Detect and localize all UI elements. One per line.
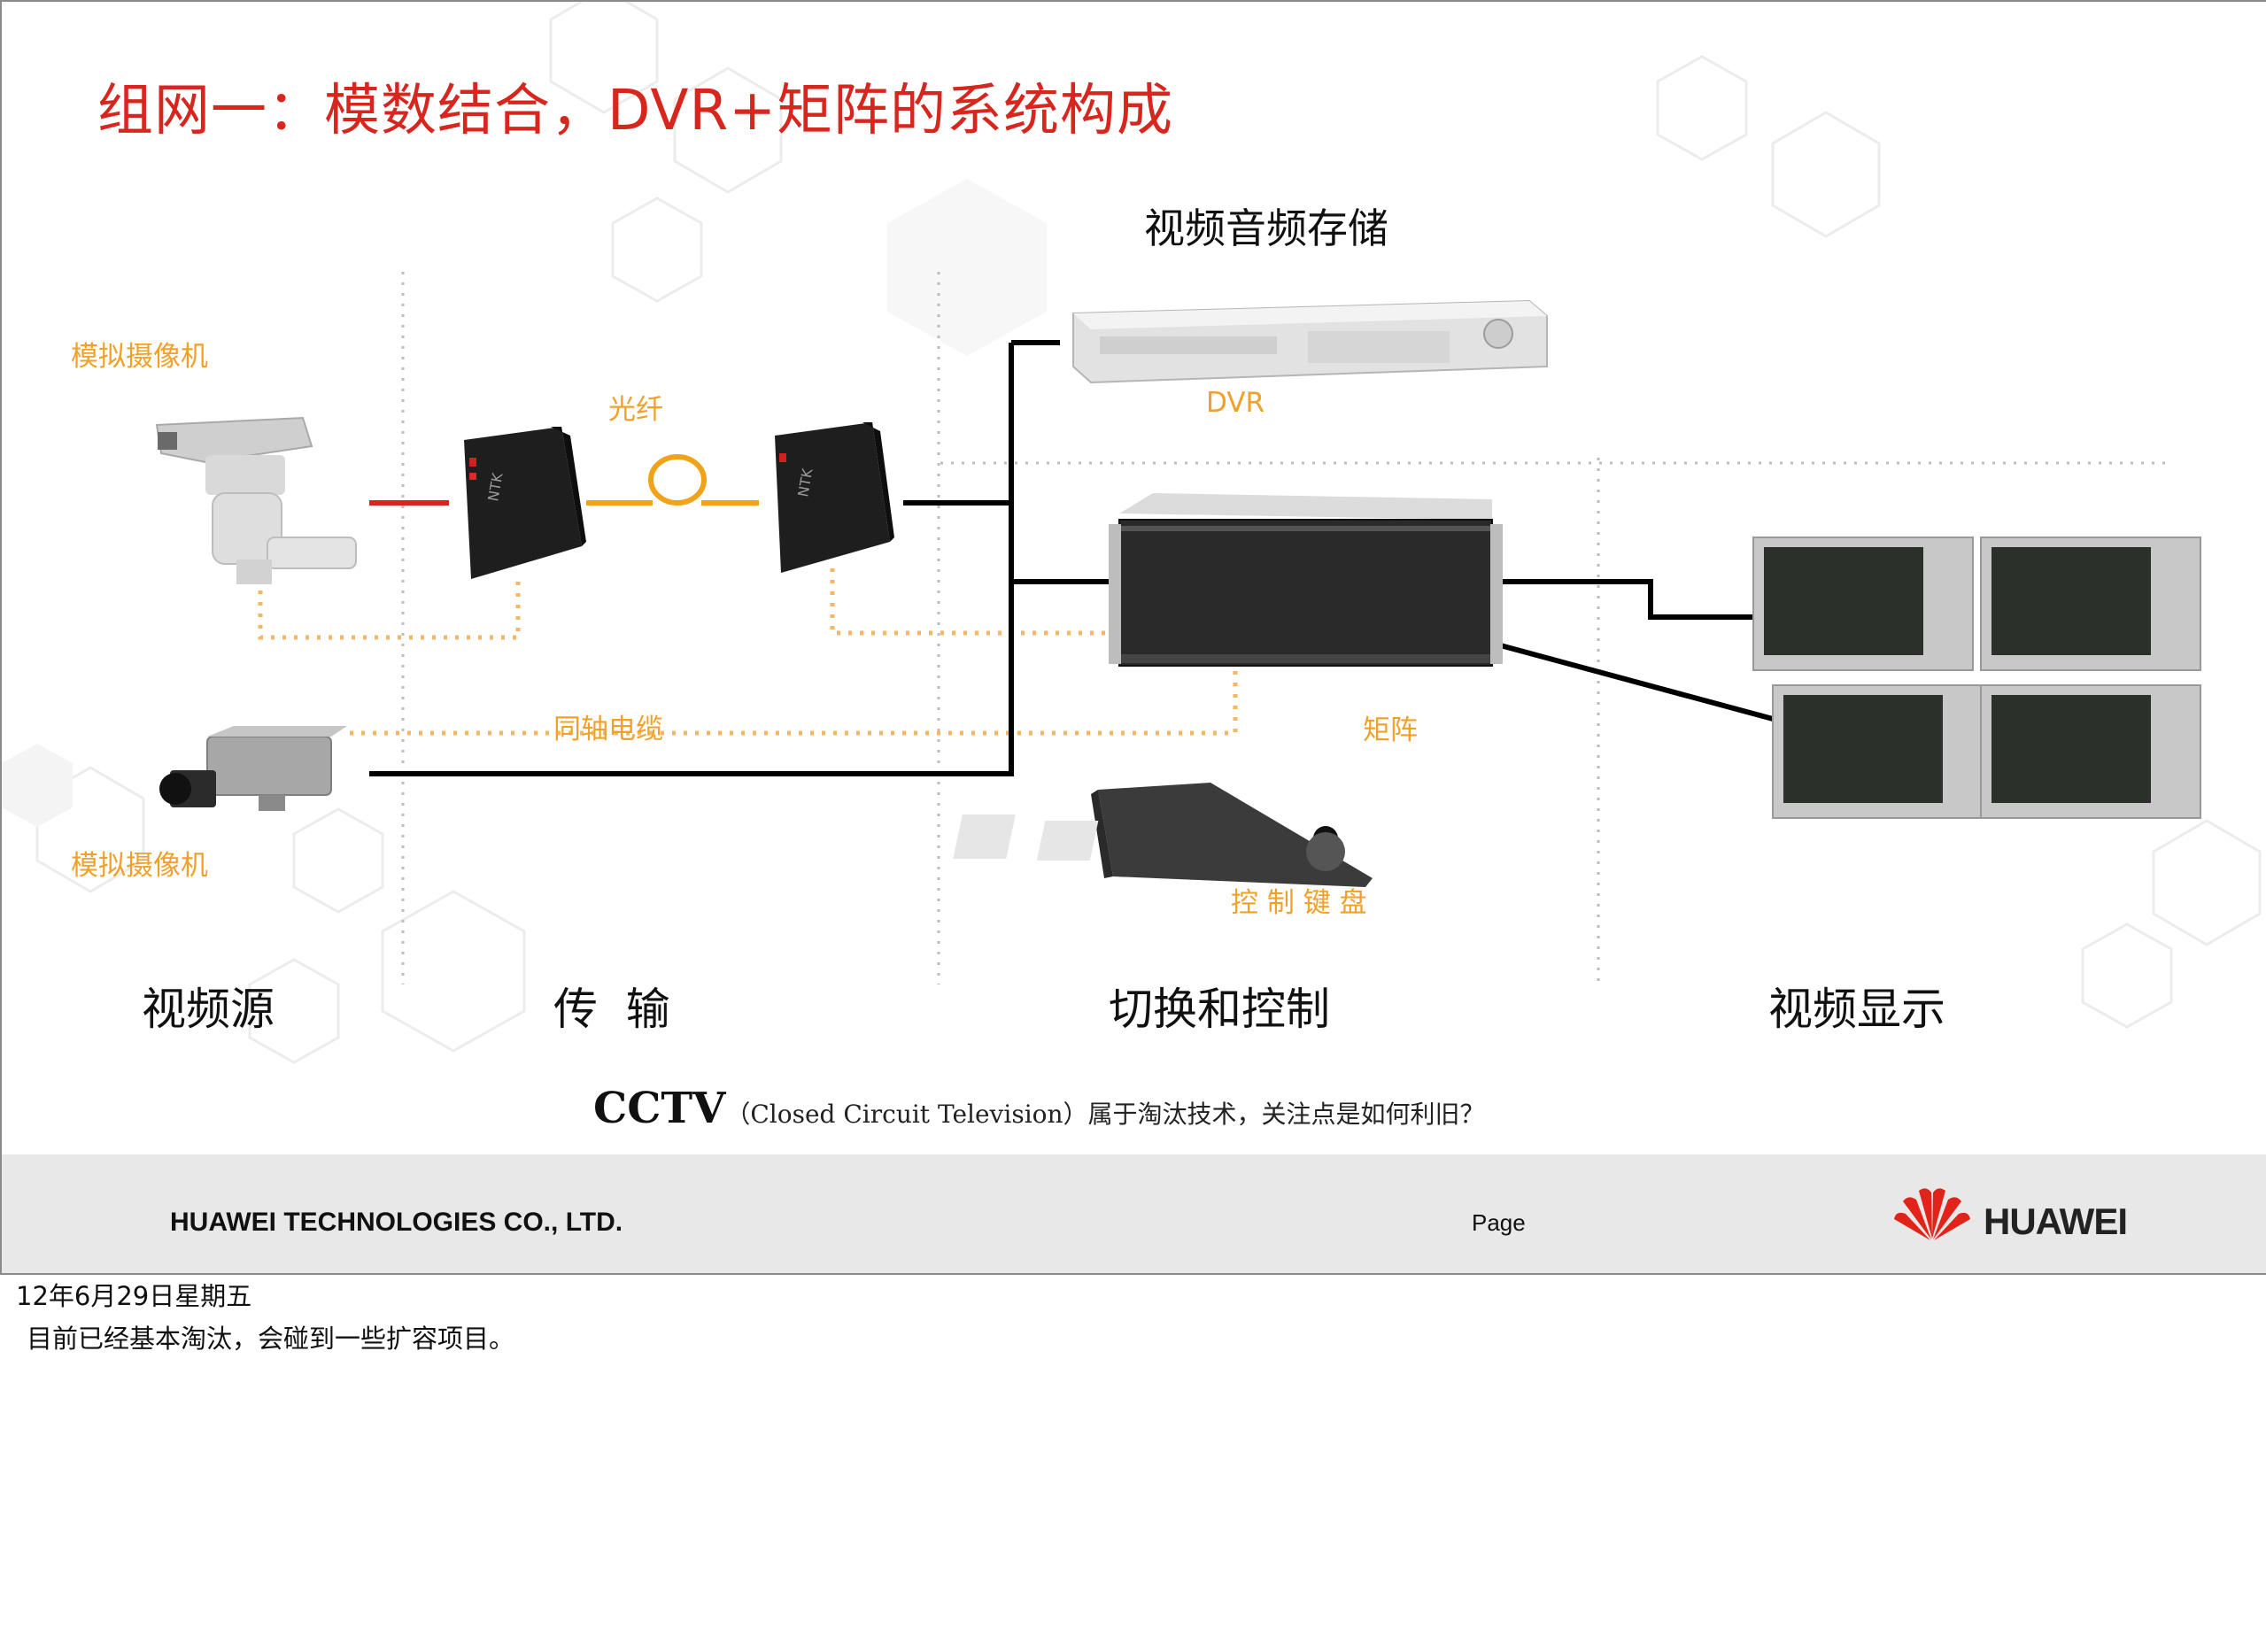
- notes-text: 目前已经基本淘汰，会碰到一些扩容项目。: [27, 1324, 515, 1354]
- matrix-label: 矩阵: [1363, 714, 1418, 746]
- box-camera-icon: [159, 726, 347, 811]
- control-lines: [258, 568, 1238, 736]
- cctv-caption-text: （Closed Circuit Television）属于淘汰技术，关注点是如何…: [725, 1100, 1485, 1129]
- slide-title: 组网一：模数结合，DVR+矩阵的系统构成: [97, 78, 1174, 143]
- keyboard-label: 控 制 键 盘: [1231, 887, 1367, 919]
- background-hexagons: [2, 2, 2262, 1064]
- coax-label: 同轴电缆: [553, 714, 663, 745]
- fiber-cable: [586, 454, 759, 506]
- section-switch-control: 切换和控制: [1109, 984, 1330, 1035]
- dvr-device-icon: [1072, 299, 1548, 384]
- cctv-caption: CCTV（Closed Circuit Television）属于淘汰技术，关注…: [593, 1084, 1485, 1133]
- cctv-caption-prefix: CCTV: [593, 1084, 726, 1133]
- section-transmission: 传 输: [553, 984, 670, 1035]
- huawei-logo-text: HUAWEI: [1984, 1200, 2128, 1242]
- camera-bottom-label: 模拟摄像机: [71, 850, 208, 882]
- video-cables: [369, 340, 1774, 776]
- section-video-display: 视频显示: [1768, 984, 1945, 1035]
- network-diagram: NTK NTK: [2, 2, 2262, 1064]
- fiber-transceiver-icon: NTK: [464, 427, 586, 579]
- camera-top-label: 模拟摄像机: [71, 341, 208, 373]
- slide: NTK NTK: [0, 0, 2266, 1275]
- page-label: Page: [1472, 1209, 1526, 1236]
- storage-heading: 视频音频存储: [1144, 205, 1388, 252]
- section-dividers: [401, 272, 2171, 984]
- ptz-camera-icon: [155, 416, 357, 584]
- matrix-switcher-icon: [1109, 493, 1503, 667]
- section-video-source: 视频源: [142, 984, 275, 1035]
- notes-date: 12年6月29日星期五: [16, 1281, 252, 1311]
- speaker-notes: 12年6月29日星期五 目前已经基本淘汰，会碰到一些扩容项目。: [16, 1275, 514, 1360]
- fiber-label: 光纤: [608, 394, 663, 426]
- slide-footer: [2, 1154, 2266, 1273]
- fiber-transceiver-icon: NTK: [775, 422, 894, 573]
- huawei-logo-icon: [1894, 1188, 1970, 1240]
- dvr-label: DVR: [1206, 387, 1265, 419]
- monitor-wall-icon: [1752, 537, 2201, 819]
- company-name: HUAWEI TECHNOLOGIES CO., LTD.: [170, 1208, 623, 1237]
- control-keyboard-icon: [953, 783, 1373, 887]
